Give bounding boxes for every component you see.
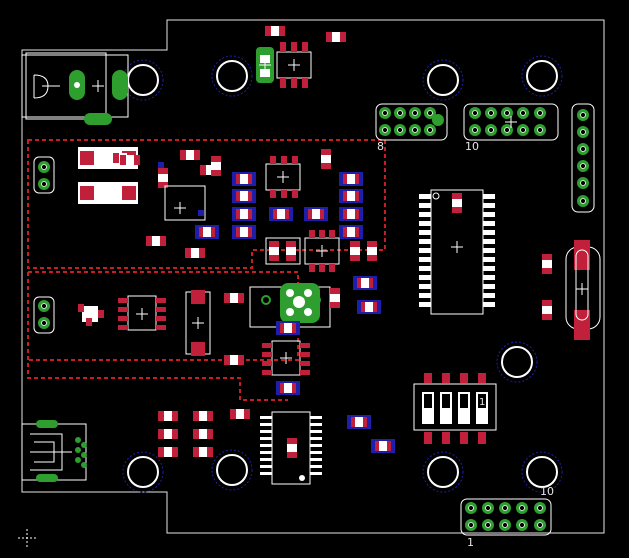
soic-ic-center (262, 340, 310, 395)
header-pin-label: 10 (465, 140, 479, 153)
header-pin-label: 8 (377, 140, 384, 153)
regulator-chip (256, 26, 346, 88)
header-connector-bottom (460, 498, 552, 536)
crystal-hc49 (542, 240, 601, 340)
transistor-group (265, 230, 377, 272)
smd-capacitor-right (347, 276, 395, 453)
ssop-ic (260, 411, 322, 485)
large-resistor (185, 290, 244, 365)
passive-components-bottom (158, 409, 250, 457)
crystal-oscillator (249, 283, 340, 335)
board-outline (21, 19, 605, 534)
header-pin-label: 10 (540, 485, 554, 498)
passive-components-cluster (113, 150, 221, 258)
two-pin-connector (33, 156, 55, 334)
header-connector-top-right (463, 103, 559, 141)
small-ic (265, 149, 331, 198)
dip-switch (413, 373, 497, 444)
dip-switch-pin-label: 1 (479, 397, 485, 408)
origin-marker (18, 529, 36, 547)
power-jack (21, 52, 129, 125)
transistor-left (78, 304, 104, 326)
dip-28-microcontroller (419, 189, 495, 315)
soic-8-ic (118, 295, 166, 331)
smd-resistor-array (232, 172, 363, 239)
header-connector-vertical (571, 103, 595, 213)
header-connector-top-left (375, 103, 448, 141)
usb-connector (21, 420, 87, 482)
header-pin-label: 1 (467, 536, 474, 549)
